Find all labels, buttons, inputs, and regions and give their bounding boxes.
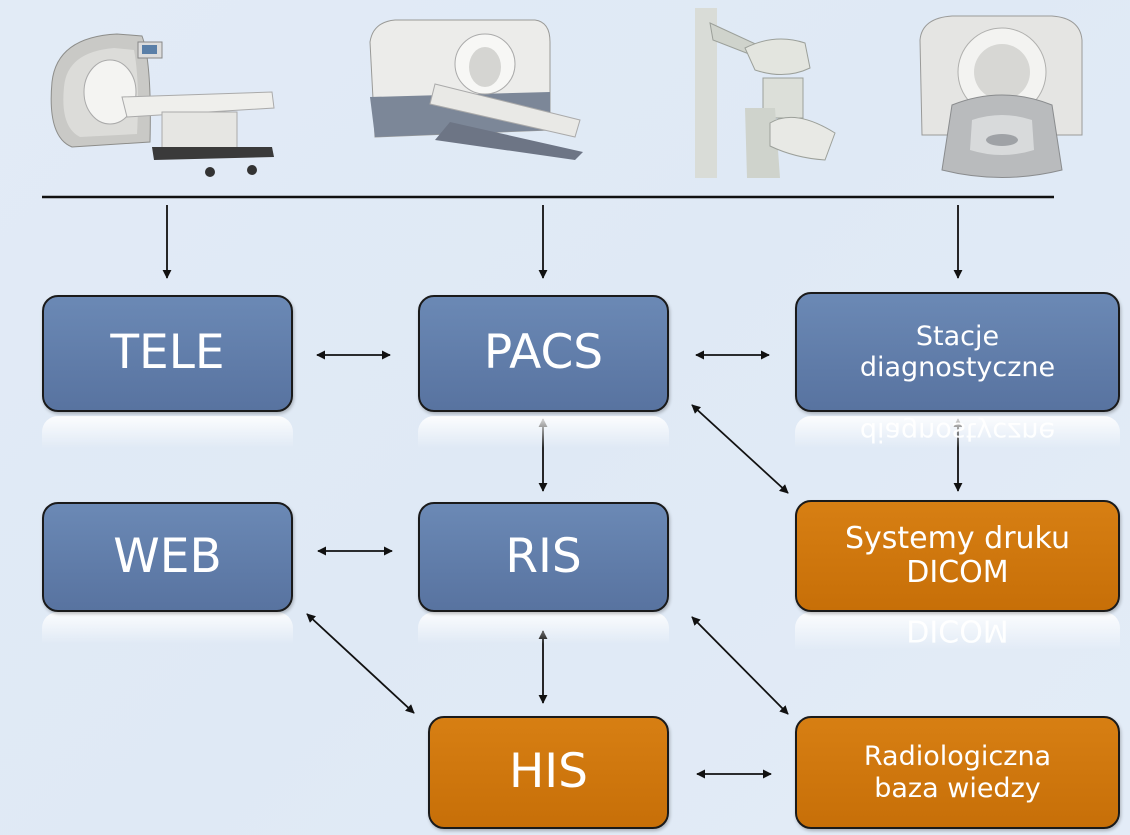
stacje-diagnostyczne-node[interactable]: Stacje diagnostyczne [795,292,1120,412]
his-label: HIS [508,744,589,800]
web-label: WEB [113,528,222,584]
his-node[interactable]: HIS [428,716,669,829]
stacje-label-line2: diagnostyczne [859,352,1056,383]
pacs-node[interactable]: PACS [418,295,669,412]
mri-scanner-image [50,33,275,177]
ct-scanner-image [919,15,1083,178]
tele-label: TELE [110,325,225,381]
ris-node[interactable]: RIS [418,502,669,612]
druk-reflection: DICOM [795,612,1120,650]
stacje-label-line1: Stacje [915,320,1000,352]
stacje-reflection: diagnostyczne [795,416,1120,448]
tele-reflection [42,416,293,448]
pacs-label: PACS [483,325,604,381]
web-node[interactable]: WEB [42,502,293,612]
druk-label-line2: DICOM [906,555,1009,590]
druk-label-line1: Systemy druku [844,520,1070,556]
druk-reflection-text: DICOM [906,612,1009,648]
pet-ct-scanner-image [369,19,583,160]
ris-reflection [418,612,669,644]
radiologiczna-baza-wiedzy-node[interactable]: Radiologiczna baza wiedzy [795,716,1120,829]
web-his-arrow [306,613,415,714]
systemy-druku-dicom-node[interactable]: Systemy druku DICOM [795,500,1120,612]
radio-label-line2: baza wiedzy [874,772,1041,804]
pacs-druk-arrow [691,404,789,494]
stacje-reflection-text: diagnostyczne [859,416,1056,448]
radio-label-line1: Radiologiczna [863,741,1052,773]
ris-label: RIS [505,528,582,584]
web-reflection [42,612,293,644]
ris-radio-arrow [691,616,789,715]
xray-system-image [695,8,836,178]
pacs-reflection [418,416,669,448]
tele-node[interactable]: TELE [42,295,293,412]
